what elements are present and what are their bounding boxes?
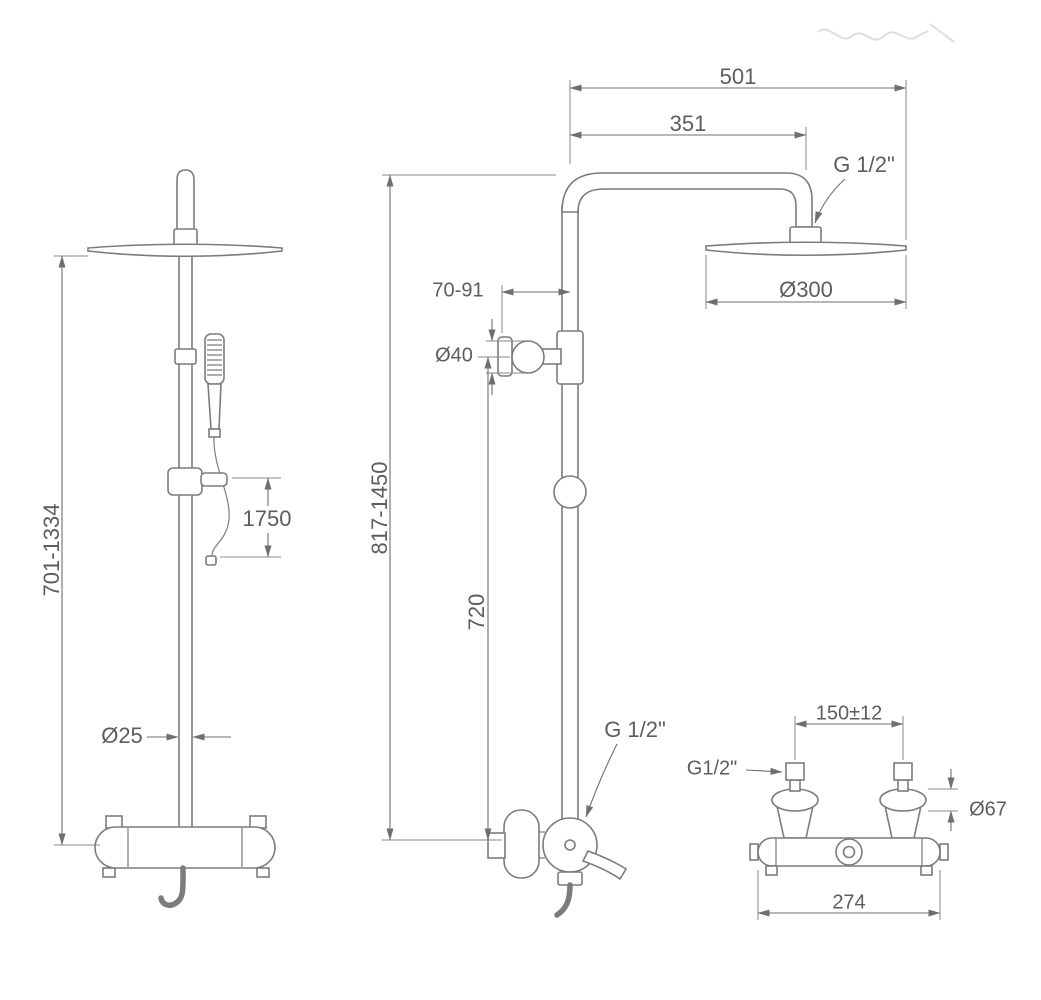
check-valve-block xyxy=(487,832,506,859)
dim-hose-length-label: 1750 xyxy=(243,506,292,531)
dim-height-range-label: 701-1334 xyxy=(39,504,64,597)
mixer-valve-front xyxy=(94,815,276,908)
dim-column-height: 817-1450 xyxy=(367,174,556,841)
dim-height-range: 701-1334 xyxy=(39,255,100,846)
dim-arm-projection: 351 xyxy=(569,111,807,170)
bar-foot-left xyxy=(765,865,778,876)
dim-inlet-spacing-label: 150±12 xyxy=(816,702,883,724)
label-valve-connection-text: G 1/2" xyxy=(604,717,666,742)
hand-shower xyxy=(204,333,230,566)
dim-head-diameter: Ø300 xyxy=(705,255,907,309)
inlet-left-thread xyxy=(785,762,805,781)
dim-wall-clearance-label: 70-91 xyxy=(432,279,483,301)
front-view: 701-1334 1750 Ø25 xyxy=(39,169,295,908)
center-knob-inner xyxy=(842,845,856,859)
hand-shower-handle xyxy=(207,383,222,430)
shower-arm xyxy=(561,172,813,228)
dim-head-diameter-label: Ø300 xyxy=(779,277,833,302)
dim-arm-projection-label: 351 xyxy=(670,111,707,136)
foot-left xyxy=(102,867,116,878)
end-nub-right xyxy=(939,843,949,861)
foot-right xyxy=(256,867,270,878)
wall-escutcheon xyxy=(503,809,540,879)
inlet-right-escutcheon xyxy=(879,788,927,812)
hand-shower-hatch xyxy=(207,339,222,376)
pipe-coupling xyxy=(174,348,197,365)
plan-view: 150±12 G1/2" Ø67 274 xyxy=(687,702,1007,920)
dim-escutcheon-diameter: Ø67 xyxy=(928,769,1007,831)
riser-pipe xyxy=(178,254,193,831)
valve-lever xyxy=(581,849,628,881)
label-inlet-connection: G1/2" xyxy=(687,757,783,779)
shower-head-side xyxy=(705,241,907,257)
inlet-left-stem xyxy=(789,779,801,792)
slider-holder xyxy=(167,467,203,496)
cap-collar xyxy=(173,228,198,246)
mixer-valve-side xyxy=(487,809,628,918)
top-cap xyxy=(176,169,195,231)
slider-clip xyxy=(200,472,228,487)
bracket-knuckle xyxy=(511,340,545,374)
dim-lower-column: 720 xyxy=(464,356,510,841)
valve-screw xyxy=(564,839,576,851)
dim-valve-width-label: 274 xyxy=(832,891,865,913)
bar-foot-right xyxy=(920,865,933,876)
label-inlet-connection-text: G1/2" xyxy=(687,757,737,779)
slider-knob xyxy=(553,475,587,509)
label-head-connection-text: G 1/2" xyxy=(833,152,895,177)
dim-lower-column-label: 720 xyxy=(464,594,489,631)
dim-escutcheon-diameter-label: Ø67 xyxy=(969,798,1007,820)
dim-inlet-spacing: 150±12 xyxy=(794,702,904,760)
inlet-right-thread xyxy=(893,762,913,781)
dim-riser-diameter-label: Ø25 xyxy=(101,723,143,748)
column-pipe xyxy=(561,205,579,823)
dim-column-height-label: 817-1450 xyxy=(367,462,392,555)
hand-shower-hose xyxy=(211,436,230,558)
outlet-hose xyxy=(158,865,186,908)
inlet-left xyxy=(771,762,819,839)
corner-watermark xyxy=(817,23,955,43)
dim-overall-reach: 501 xyxy=(569,64,907,240)
dim-wall-clearance: 70-91 xyxy=(432,279,571,333)
side-view: 501 351 G 1/2" Ø300 70-91 Ø40 xyxy=(367,64,907,918)
dim-bracket-diameter: Ø40 xyxy=(435,319,524,395)
hose-end xyxy=(205,555,217,566)
hand-shower-head xyxy=(204,333,225,385)
mixer-body xyxy=(94,826,276,869)
dim-overall-reach-label: 501 xyxy=(720,64,757,89)
label-head-connection: G 1/2" xyxy=(814,152,895,224)
wall-bracket xyxy=(497,336,562,377)
label-valve-connection: G 1/2" xyxy=(585,717,666,818)
dim-hose-length: 1750 xyxy=(220,477,295,558)
dim-valve-width: 274 xyxy=(757,870,941,920)
inlet-right xyxy=(879,762,927,839)
inlet-left-escutcheon xyxy=(771,788,819,812)
outlet-hose-side xyxy=(554,882,573,918)
shower-head-front xyxy=(87,243,283,258)
dim-riser-diameter: Ø25 xyxy=(101,723,231,748)
dim-bracket-diameter-label: Ø40 xyxy=(435,344,473,366)
end-nub-left xyxy=(749,843,759,861)
inlet-right-stem xyxy=(897,779,909,792)
hand-shower-nut xyxy=(208,428,221,438)
